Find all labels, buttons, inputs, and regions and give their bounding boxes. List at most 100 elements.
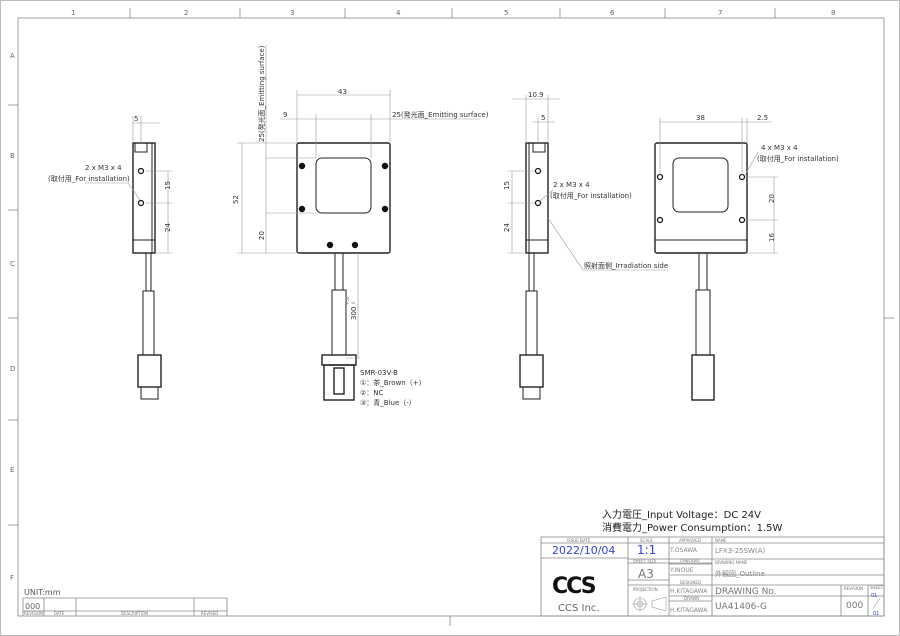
designed-by: H.KITAGAWA [670,588,708,595]
dim-label: 9 [283,111,287,119]
revision: 000 [846,601,863,611]
revision-value: 000 [25,602,40,611]
dim-label: 20 [258,231,266,240]
dim-label: 15 [164,181,172,190]
dim-label: 15 [503,181,511,190]
product-name: LFX3-25SW(A) [715,547,765,555]
mounting-hole [298,205,306,213]
mounting-hole [137,167,145,175]
row-label: E [10,466,14,474]
drawn-label: DRAWN [684,596,699,601]
row-label: D [10,365,15,373]
screw [351,241,359,249]
left-side-view: 5 15 24 2 x M3 x 4 (取付用_For installation… [48,115,172,400]
header-description: DESCRIPTION [121,611,148,616]
dim-label: 2.5 [757,114,768,122]
tolerance: +50 [345,296,350,305]
pin-label: ③：青_Blue（-） [360,398,416,407]
checked-label: CHECKED [680,558,699,563]
drawing-no-label: DRAWING No. [715,587,777,597]
pin-label: ②：NC [360,389,384,397]
dim-label: 38 [696,114,705,122]
name-label: NAME [715,538,727,543]
mounting-hole [534,199,542,207]
hole-note: (取付用_For installation) [550,191,632,200]
col-label: 1 [71,9,75,17]
col-label: 6 [610,9,615,17]
designed-label: DESIGNED [680,580,701,585]
dim-label: 300 [350,307,358,320]
unit-label: UNIT:mm [24,588,61,597]
approved-by: T.OSAWA [669,547,698,554]
row-label: A [10,52,15,60]
hole-note: (取付用_For installation) [48,174,130,183]
col-label: 4 [396,9,401,17]
dim-label: 10.9 [528,91,544,99]
col-label: 3 [290,9,294,17]
revision-label: REVISION [844,586,863,591]
mounting-hole [381,205,389,213]
hole-note: (取付用_For installation) [757,154,839,163]
mounting-hole [656,216,664,224]
mounting-hole [738,173,746,181]
grid-labels: 1 2 3 4 5 6 7 8 A B C D E F [10,9,835,582]
mounting-hole [738,216,746,224]
drawn-by: H.KITAGAWA [670,607,708,614]
dim-label: 25(発光面_Emitting surface) [257,45,266,142]
approved-label: APPROVED [679,538,701,543]
sheet-size-label: SHEET SIZE [633,559,657,564]
header-revised: REVISED [201,611,218,616]
back-view: 38 2.5 20 16 4 x M3 x 4 (取付用_For install… [654,114,839,401]
connector-label: SMR-03V-B [360,369,398,377]
hole-note: 2 x M3 x 4 [553,181,590,189]
connector [691,354,715,401]
sheet-size: A3 [638,567,654,581]
row-label: C [10,260,15,268]
screw [326,241,334,249]
dim-label: 5 [541,114,545,122]
col-label: 5 [504,9,508,17]
drawing-name: 外観図_Outline [715,569,765,578]
connector [323,364,355,401]
drawing-no: UA41406-G [715,602,767,612]
right-side-view: 10.9 5 15 24 2 x M3 x 4 (取付用_For install… [503,91,668,400]
sheet-number: 01 [871,593,877,599]
projection-label: PROJECTION [633,587,658,592]
dim-label: 52 [232,195,240,204]
dim-label: 20 [768,194,776,203]
col-label: 2 [184,9,188,17]
col-label: 7 [718,9,722,17]
mounting-hole [381,162,389,170]
scale-label: SCALE [640,538,653,543]
hole-note: 2 x M3 x 4 [85,164,122,172]
dim-label: 16 [768,233,776,242]
spec-power: 消費電力_Power Consumption：1.5W [602,521,783,534]
mounting-hole [137,199,145,207]
issue-date-label: ISSUE DATE [567,538,591,543]
mounting-hole [534,167,542,175]
hole-note: 4 x M3 x 4 [761,144,798,152]
dim-label: 24 [164,223,172,232]
tolerance: 0 [351,301,356,304]
dim-label: 24 [503,223,511,232]
header-revision: REVISION [24,611,43,616]
ccs-logo: CCS [552,574,598,599]
sheet-label: SHEET [870,585,884,590]
irradiation-label: 照射面側_Irradiation side [584,261,668,270]
revision-block: UNIT:mm 000 REVISION DATE DESCRIPTION RE… [22,588,228,616]
sheet-total: 01 [873,611,879,617]
col-label: 8 [831,9,835,17]
mounting-hole [298,162,306,170]
pin-label: ①：茶_Brown（+） [360,378,426,387]
dim-label: 5 [134,115,138,123]
issue-date: 2022/10/04 [552,544,615,557]
emitting-surface [315,157,372,214]
checked-by: Y.INOUE [669,567,694,574]
row-label: F [10,574,14,582]
dim-label: 43 [338,88,347,96]
spec-voltage: 入力電圧_Input Voltage：DC 24V [602,508,761,521]
svg-text:CCS: CCS [552,574,596,599]
drawing-frame [17,17,885,617]
header-date: DATE [54,611,65,616]
